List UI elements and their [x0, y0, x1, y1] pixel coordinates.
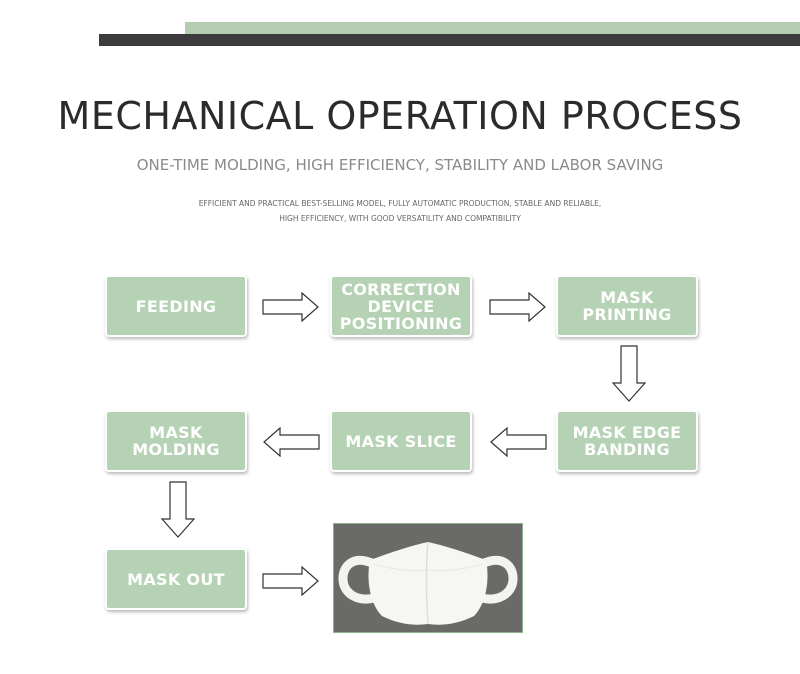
arrow-left-icon	[263, 427, 320, 457]
arrow-right-icon	[489, 292, 546, 322]
step-mask-printing: MASK PRINTING	[556, 275, 698, 337]
arrow-right-icon	[262, 566, 319, 596]
header-dark-bar	[99, 34, 800, 46]
step-mask-slice: MASK SLICE	[330, 410, 472, 472]
step-mask-edge-banding: MASK EDGE BANDING	[556, 410, 698, 472]
arrow-left-icon	[490, 427, 547, 457]
description-line-1: EFFICIENT AND PRACTICAL BEST-SELLING MOD…	[198, 199, 602, 208]
arrow-right-icon	[262, 292, 319, 322]
description-line-2: HIGH EFFICIENCY, WITH GOOD VERSATILITY A…	[279, 214, 521, 223]
face-mask-image	[338, 541, 518, 625]
step-correction-device-positioning: CORRECTION DEVICE POSITIONING	[330, 275, 472, 337]
arrow-down-icon	[612, 345, 646, 402]
step-mask-molding: MASK MOLDING	[105, 410, 247, 472]
header-accent-bar	[185, 22, 800, 34]
page-subtitle: ONE-TIME MOLDING, HIGH EFFICIENCY, STABI…	[136, 156, 664, 174]
step-feeding: FEEDING	[105, 275, 247, 337]
page-description: EFFICIENT AND PRACTICAL BEST-SELLING MOD…	[0, 196, 800, 226]
arrow-down-icon	[161, 481, 195, 538]
step-mask-out: MASK OUT	[105, 548, 247, 610]
page-title: MECHANICAL OPERATION PROCESS	[57, 94, 743, 138]
mask-product-photo	[333, 523, 523, 633]
